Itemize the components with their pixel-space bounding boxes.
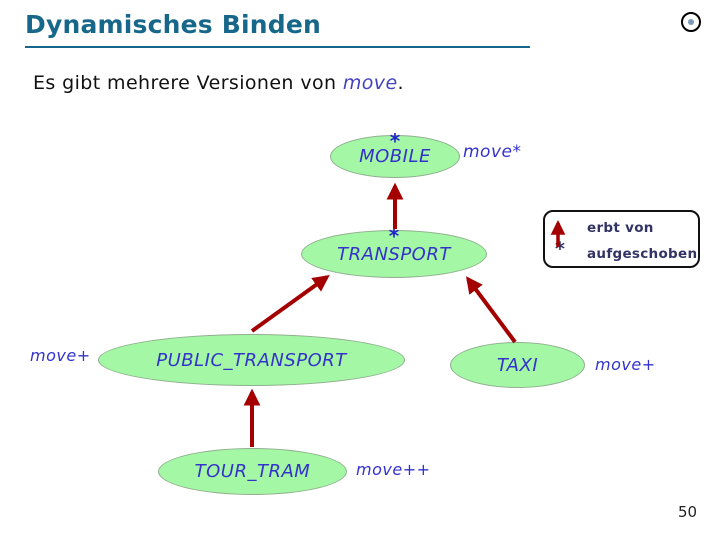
page-number: 50 xyxy=(678,503,698,521)
intro-keyword: move xyxy=(342,72,398,94)
deferred-star-transport: * xyxy=(388,224,400,248)
intro-text: Es gibt mehrere Versionen von move. xyxy=(33,72,404,94)
legend-deferred-label: aufgeschoben xyxy=(587,246,698,262)
class-label-transport: TRANSPORT xyxy=(337,243,451,265)
class-label-taxi: TAXI xyxy=(496,354,539,376)
logo-icon xyxy=(681,12,701,32)
arrow-public-transport-to-transport xyxy=(250,275,330,333)
legend-box: erbt von * aufgeschoben xyxy=(543,210,700,268)
annotation-move-mobile: move* xyxy=(463,142,522,162)
class-label-tour-tram: TOUR_TRAM xyxy=(194,461,311,482)
annotation-move-public-transport: move+ xyxy=(30,346,91,365)
class-label-public-transport: PUBLIC_TRANSPORT xyxy=(156,349,347,371)
intro-before: Es gibt mehrere Versionen von xyxy=(33,72,343,94)
legend-deferred-symbol: * xyxy=(555,238,565,260)
slide-title: Dynamisches Binden xyxy=(25,10,322,39)
class-node-tour-tram: TOUR_TRAM xyxy=(158,448,347,495)
title-underline xyxy=(25,46,530,48)
class-node-mobile: * MOBILE xyxy=(330,131,460,178)
legend-inherits-label: erbt von xyxy=(587,220,654,236)
class-label-mobile: MOBILE xyxy=(359,146,431,167)
class-node-transport: * TRANSPORT xyxy=(301,226,487,278)
annotation-move-tour-tram: move++ xyxy=(356,460,431,479)
class-node-taxi: TAXI xyxy=(450,342,585,388)
annotation-move-taxi: move+ xyxy=(595,355,656,374)
logo-dot xyxy=(688,18,694,25)
arrow-taxi-to-transport xyxy=(465,276,517,344)
class-node-public-transport: PUBLIC_TRANSPORT xyxy=(98,334,405,386)
deferred-star-mobile: * xyxy=(389,129,401,153)
intro-after: . xyxy=(397,72,404,94)
